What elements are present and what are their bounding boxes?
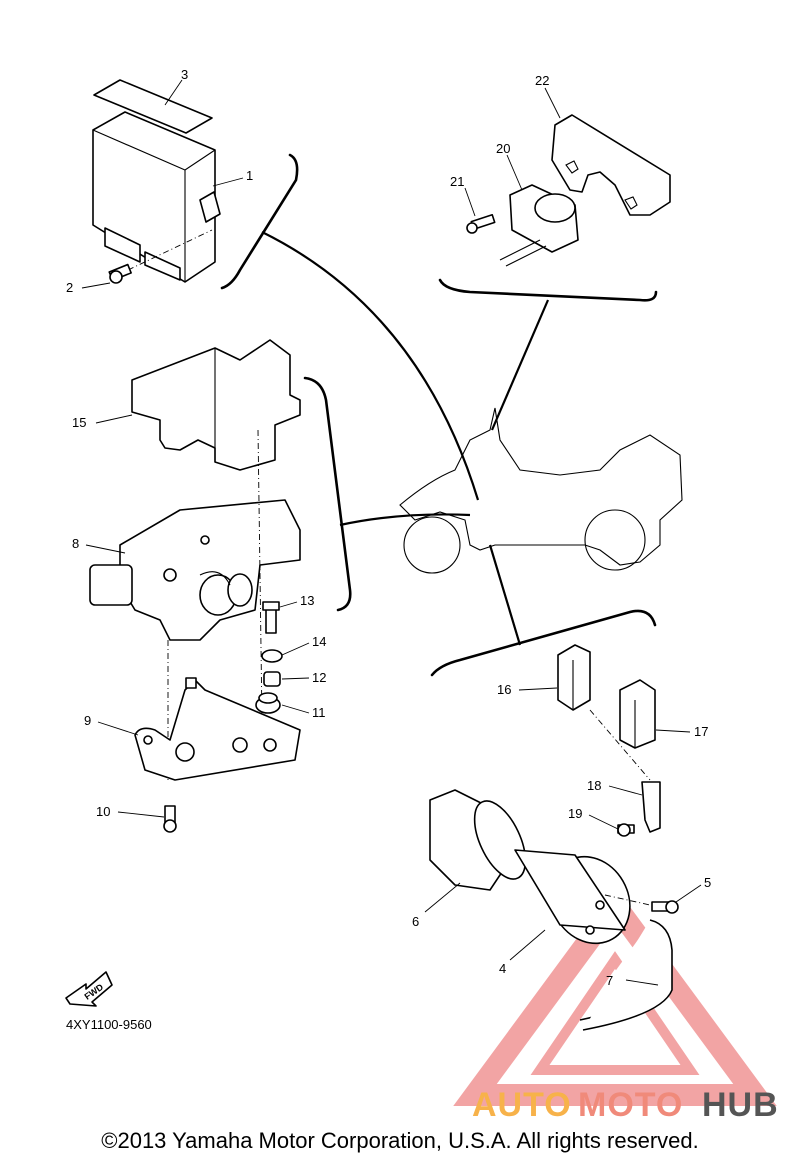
watermark-moto: MOTO bbox=[578, 1086, 683, 1124]
callout-15: 15 bbox=[72, 415, 86, 430]
callout-12: 12 bbox=[312, 670, 326, 685]
bracket-9 bbox=[134, 677, 301, 781]
callout-1: 1 bbox=[246, 168, 253, 183]
sensor-assembly-top-right bbox=[466, 114, 671, 267]
callout-11: 11 bbox=[312, 705, 326, 720]
callout-4: 4 bbox=[499, 961, 506, 976]
callout-21: 21 bbox=[450, 174, 464, 189]
callout-14: 14 bbox=[312, 634, 326, 649]
bolt-13 bbox=[262, 601, 280, 634]
collar-12 bbox=[263, 671, 281, 687]
callout-7: 7 bbox=[606, 973, 613, 988]
callout-20: 20 bbox=[496, 141, 510, 156]
callout-9: 9 bbox=[84, 713, 91, 728]
abs-unit-8 bbox=[89, 499, 301, 641]
bolt-5 bbox=[651, 900, 679, 914]
callout-22: 22 bbox=[535, 73, 549, 88]
callout-17: 17 bbox=[694, 724, 708, 739]
callout-19: 19 bbox=[568, 806, 582, 821]
callout-5: 5 bbox=[704, 875, 711, 890]
watermark-text: AUTO MOTO HUB bbox=[472, 1086, 779, 1124]
screw-2 bbox=[108, 263, 132, 284]
screw-19 bbox=[617, 823, 635, 837]
bolt-10 bbox=[163, 805, 177, 833]
screw-21 bbox=[466, 213, 496, 234]
grommet-11 bbox=[255, 692, 281, 714]
washer-14 bbox=[261, 649, 283, 663]
watermark-logo bbox=[453, 886, 777, 1106]
callout-leaders bbox=[81, 79, 702, 986]
motor-4 bbox=[514, 849, 631, 945]
figure-code: 4XY1100-9560 bbox=[66, 1017, 152, 1032]
relay-16 bbox=[557, 644, 591, 711]
motorcycle-silhouette bbox=[399, 407, 683, 574]
ecu-assembly bbox=[92, 79, 221, 284]
relay-17 bbox=[619, 679, 656, 749]
copyright-notice: ©2013 Yamaha Motor Corporation, U.S.A. A… bbox=[101, 1128, 699, 1153]
callout-10: 10 bbox=[96, 804, 110, 819]
hose-7 bbox=[579, 919, 673, 1031]
pump-6 bbox=[429, 789, 527, 891]
callout-13: 13 bbox=[300, 593, 314, 608]
callout-16: 16 bbox=[497, 682, 511, 697]
callout-3: 3 bbox=[181, 67, 188, 82]
bracket-18 bbox=[641, 781, 661, 833]
watermark-auto: AUTO bbox=[472, 1086, 572, 1124]
callout-8: 8 bbox=[72, 536, 79, 551]
watermark-hub: HUB bbox=[702, 1086, 779, 1124]
callout-18: 18 bbox=[587, 778, 601, 793]
callout-labels: 1 2 3 4 5 6 7 8 9 10 11 12 13 14 15 16 1… bbox=[66, 67, 711, 988]
callout-2: 2 bbox=[66, 280, 73, 295]
callout-6: 6 bbox=[412, 914, 419, 929]
fwd-arrow: FWD bbox=[65, 971, 113, 1007]
abs-cover-15 bbox=[131, 339, 301, 471]
